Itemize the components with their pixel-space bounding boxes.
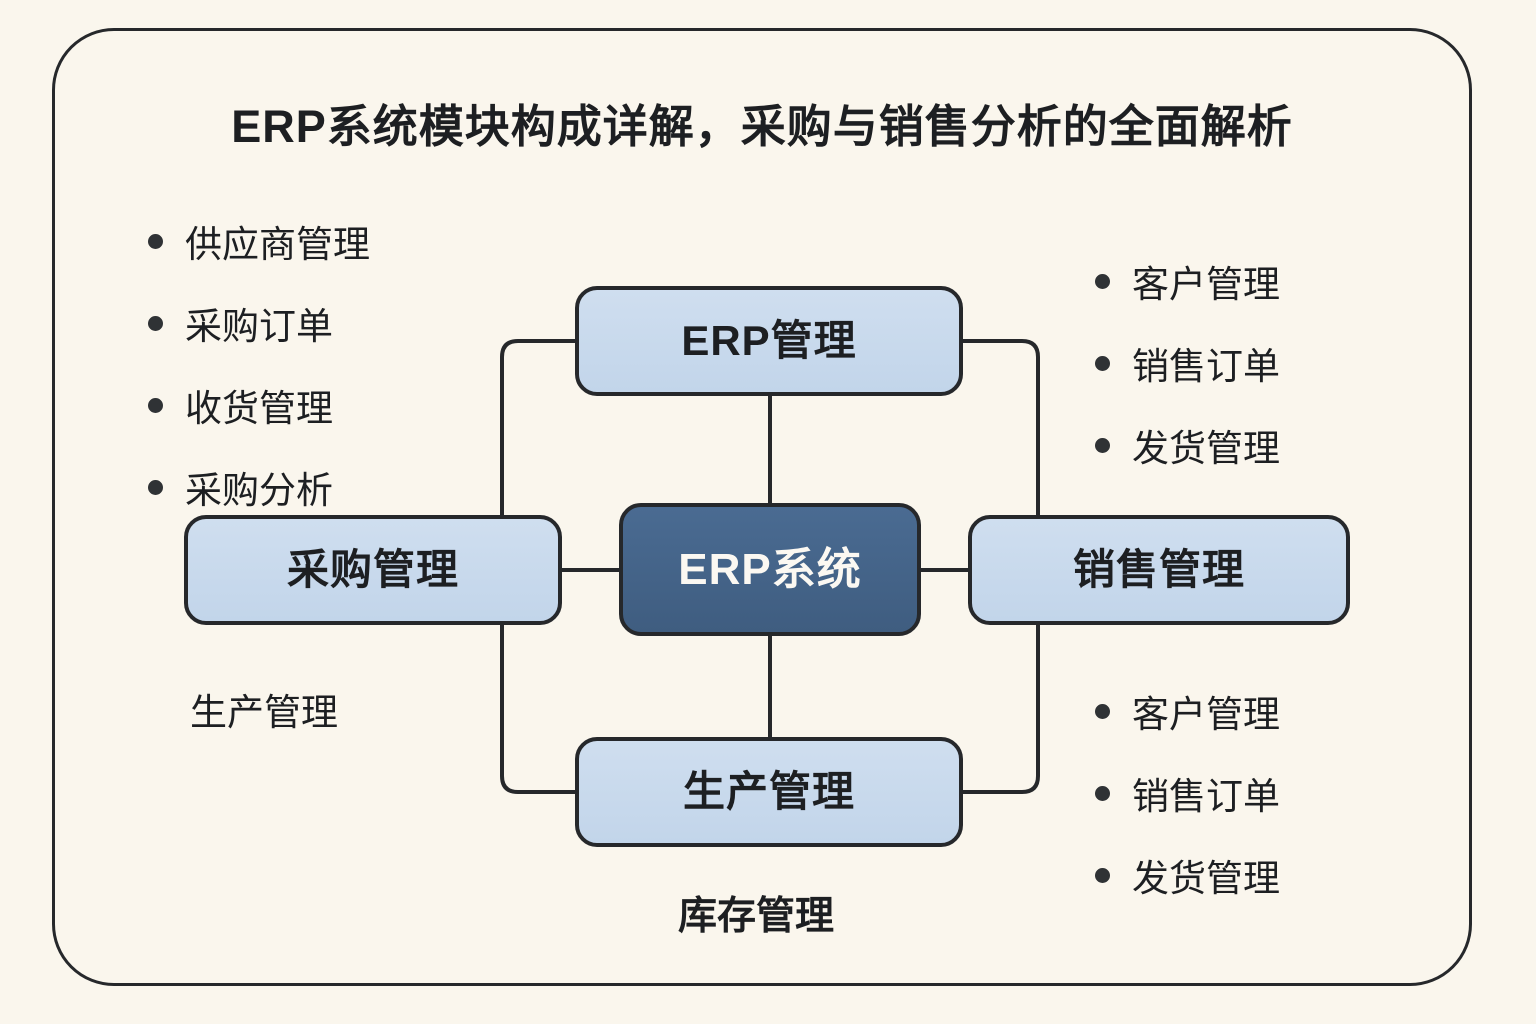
list-item-label: 发货管理: [1132, 428, 1280, 469]
bullet-list-purchase: 供应商管理 采购订单 收货管理 采购分析: [148, 214, 370, 542]
list-item: 发货管理: [1095, 848, 1280, 902]
list-item: 销售订单: [1095, 336, 1280, 390]
label-production-plain: 生产管理: [190, 692, 338, 733]
node-erp-manage-label: ERP管理: [681, 317, 857, 364]
outer-frame: [52, 28, 1472, 986]
node-erp-manage[interactable]: ERP管理: [575, 286, 963, 396]
bullet-dot-icon: [1095, 273, 1110, 289]
list-item: 采购分析: [148, 460, 370, 514]
list-item: 客户管理: [1095, 254, 1280, 308]
label-inventory-plain: 库存管理: [678, 895, 835, 938]
list-item: 发货管理: [1095, 418, 1280, 472]
bullet-dot-icon: [148, 315, 163, 331]
node-sales-label: 销售管理: [1072, 546, 1245, 593]
bullet-dot-icon: [1095, 355, 1110, 371]
node-production-label: 生产管理: [682, 768, 855, 815]
list-item: 供应商管理: [148, 214, 370, 268]
bullet-dot-icon: [148, 479, 163, 495]
bullet-dot-icon: [1095, 867, 1110, 883]
node-production-management[interactable]: 生产管理: [575, 737, 963, 847]
list-item-label: 收货管理: [185, 388, 333, 429]
list-item: 客户管理: [1095, 684, 1280, 738]
node-purchase-label: 采购管理: [286, 546, 459, 593]
bullet-dot-icon: [148, 397, 163, 413]
node-purchase-management[interactable]: 采购管理: [184, 515, 562, 625]
list-item: 采购订单: [148, 296, 370, 350]
bullet-dot-icon: [1095, 785, 1110, 801]
bullet-dot-icon: [148, 233, 163, 249]
node-sales-management[interactable]: 销售管理: [968, 515, 1350, 625]
list-item-label: 客户管理: [1132, 694, 1280, 735]
node-erp-system-label: ERP系统: [678, 544, 862, 594]
bullet-list-sales-top: 客户管理 销售订单 发货管理: [1095, 254, 1280, 500]
list-item-label: 采购分析: [185, 470, 333, 511]
list-item-label: 销售订单: [1132, 346, 1280, 387]
list-item: 销售订单: [1095, 766, 1280, 820]
list-item-label: 发货管理: [1132, 858, 1280, 899]
list-item-label: 供应商管理: [185, 224, 370, 265]
node-erp-system[interactable]: ERP系统: [619, 503, 921, 636]
list-item-label: 采购订单: [185, 306, 333, 347]
list-item-label: 客户管理: [1132, 264, 1280, 305]
list-item-label: 销售订单: [1132, 776, 1280, 817]
bullet-dot-icon: [1095, 437, 1110, 453]
bullet-dot-icon: [1095, 703, 1110, 719]
bullet-list-sales-bottom: 客户管理 销售订单 发货管理: [1095, 684, 1280, 930]
list-item: 收货管理: [148, 378, 370, 432]
page-title: ERP系统模块构成详解，采购与销售分析的全面解析: [231, 101, 1293, 152]
